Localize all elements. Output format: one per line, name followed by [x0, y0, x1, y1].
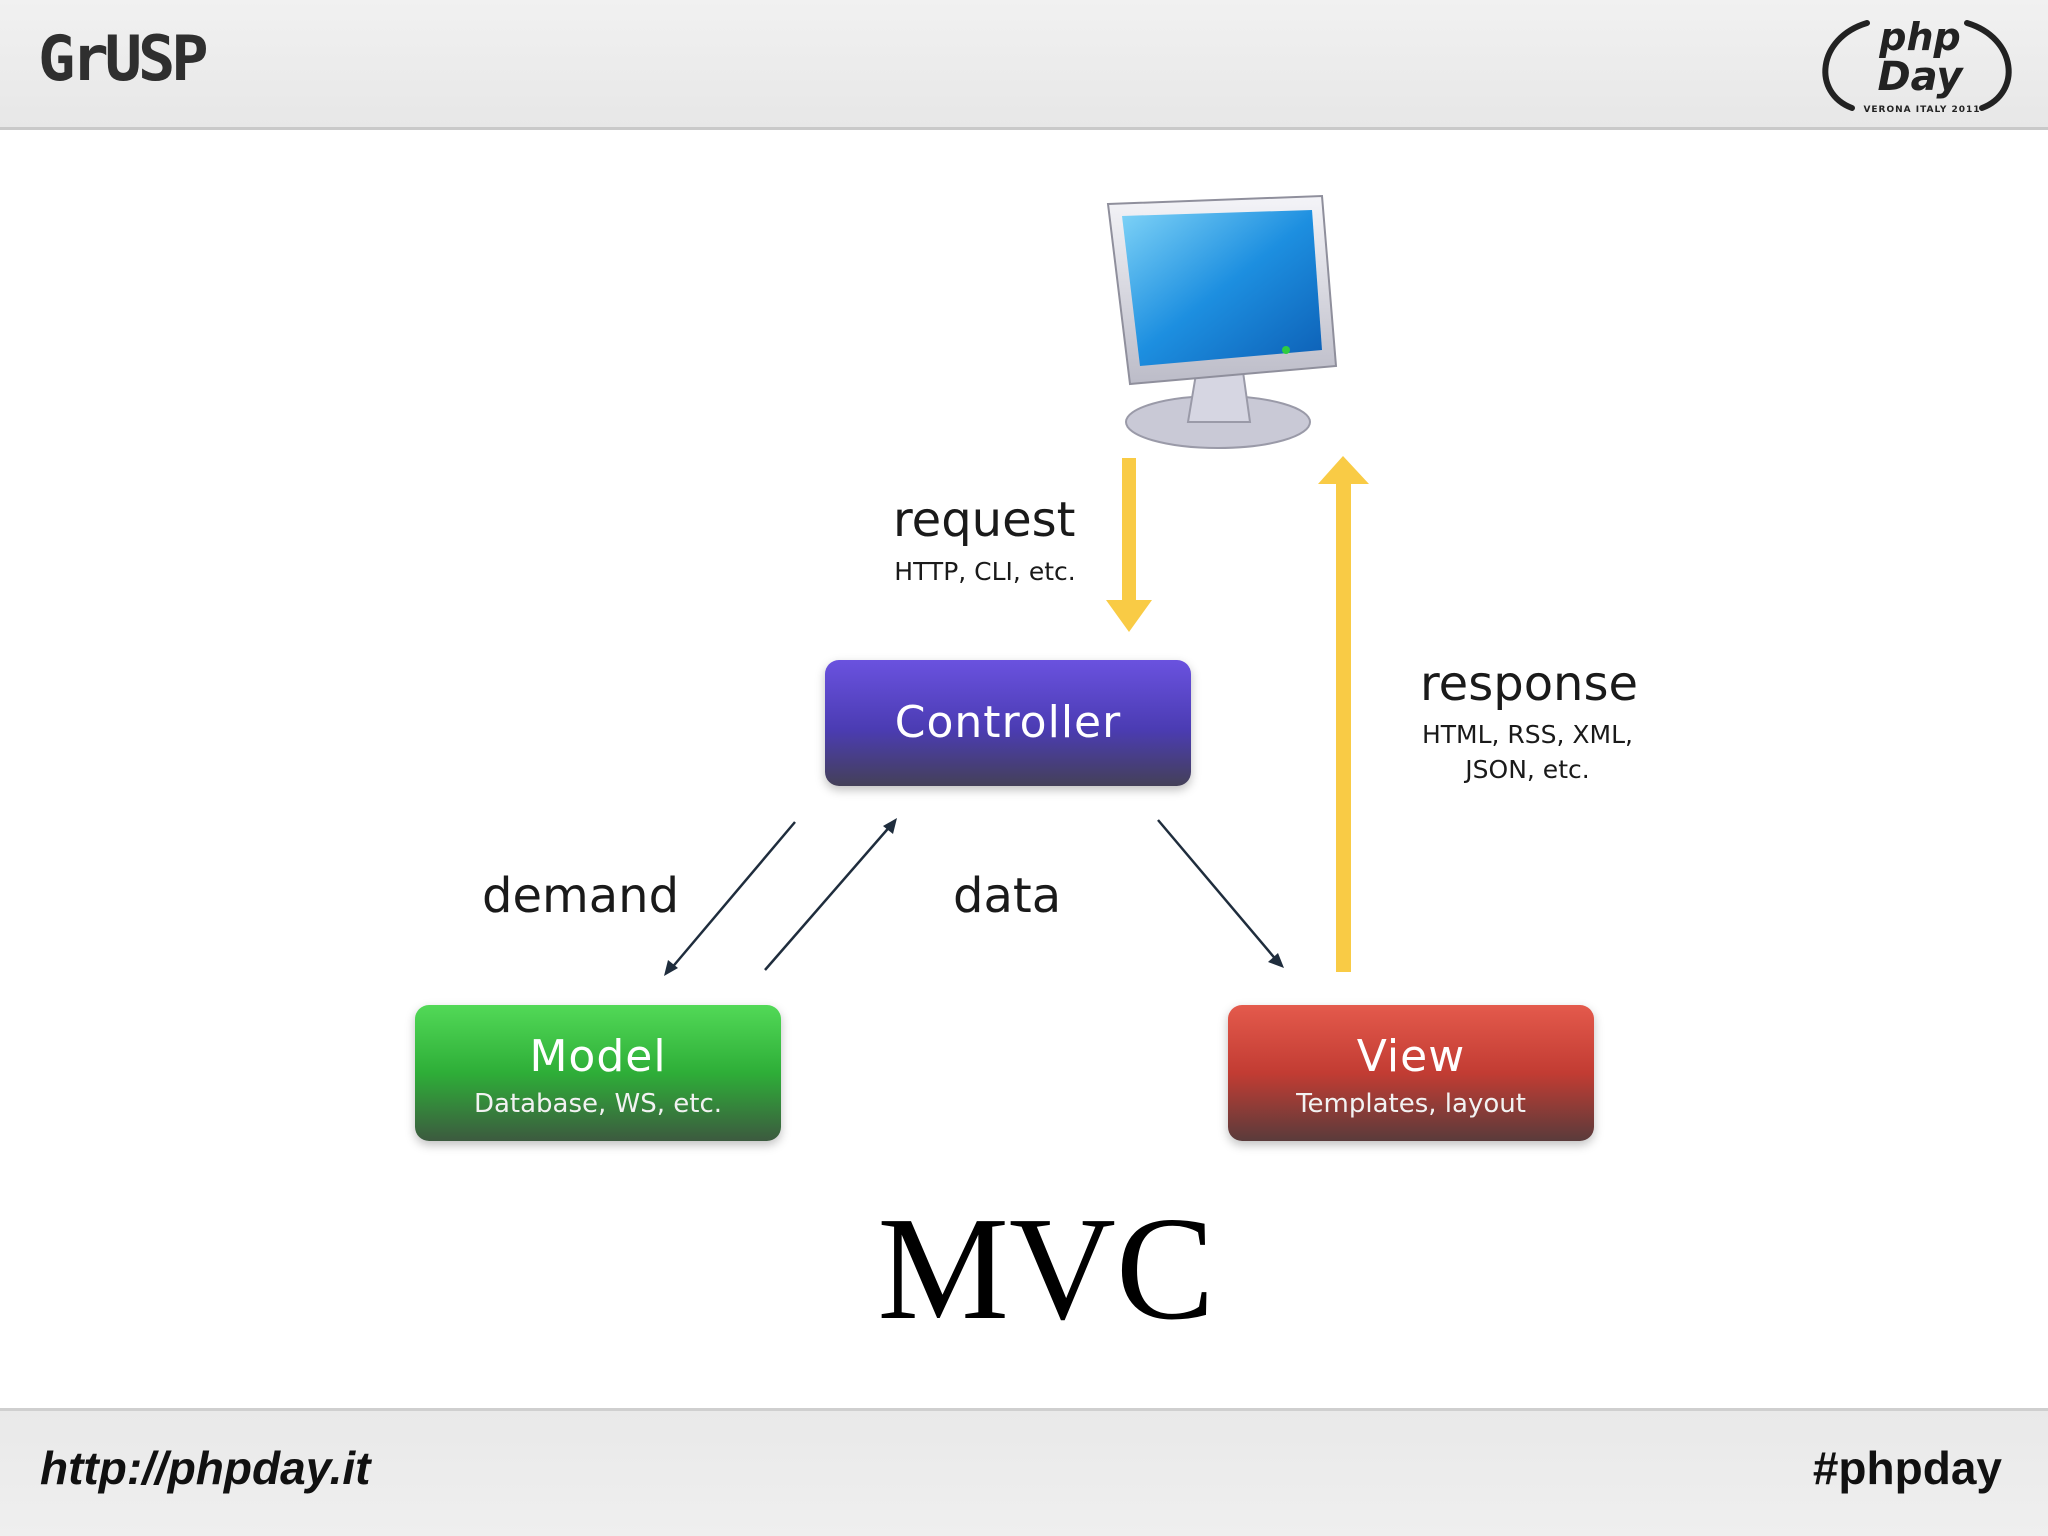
data-arrow [764, 823, 893, 971]
footer-url-link[interactable]: http://phpday.it [40, 1442, 371, 1494]
view-title: View [1356, 1031, 1466, 1082]
phpday-logo-php: php [1878, 15, 1960, 59]
computer-monitor-icon [1106, 194, 1338, 449]
slide-title: MVC [877, 1187, 1215, 1351]
data-label: data [953, 868, 1062, 924]
header-bar: GrUSP php Day VERONA ITALY 2011 [0, 0, 2048, 130]
footer-bar: http://phpday.it #phpday [0, 1408, 2048, 1536]
request-label: request [893, 492, 1076, 548]
model-title: Model [529, 1031, 667, 1082]
request-detail: HTTP, CLI, etc. [894, 557, 1076, 586]
phpday-logo-day: Day [1877, 54, 1964, 100]
demand-label: demand [482, 868, 680, 924]
footer-hashtag: #phpday [1812, 1442, 2002, 1494]
model-detail: Database, WS, etc. [473, 1089, 723, 1119]
model-box: Model Database, WS, etc. [415, 1005, 781, 1141]
view-box: View Templates, layout [1228, 1005, 1594, 1141]
response-arrow-shaft [1336, 480, 1351, 972]
phpday-logo: php Day VERONA ITALY 2011 [1822, 15, 2012, 115]
response-detail-line2: JSON, etc. [1465, 755, 1590, 784]
controller-box: Controller [825, 660, 1191, 786]
phpday-logo-ring: VERONA ITALY 2011 [1863, 105, 1980, 115]
request-arrow-shaft [1122, 458, 1136, 600]
response-label: response [1420, 656, 1639, 712]
controller-to-view-arrow [1157, 819, 1279, 963]
response-arrow-head [1318, 456, 1369, 484]
demand-arrow [669, 821, 796, 971]
request-arrow-head [1106, 600, 1152, 632]
controller-title: Controller [894, 697, 1122, 748]
view-detail: Templates, layout [1296, 1089, 1526, 1119]
grusp-logo: GrUSP [38, 22, 209, 95]
response-detail-line1: HTML, RSS, XML, [1421, 720, 1634, 749]
